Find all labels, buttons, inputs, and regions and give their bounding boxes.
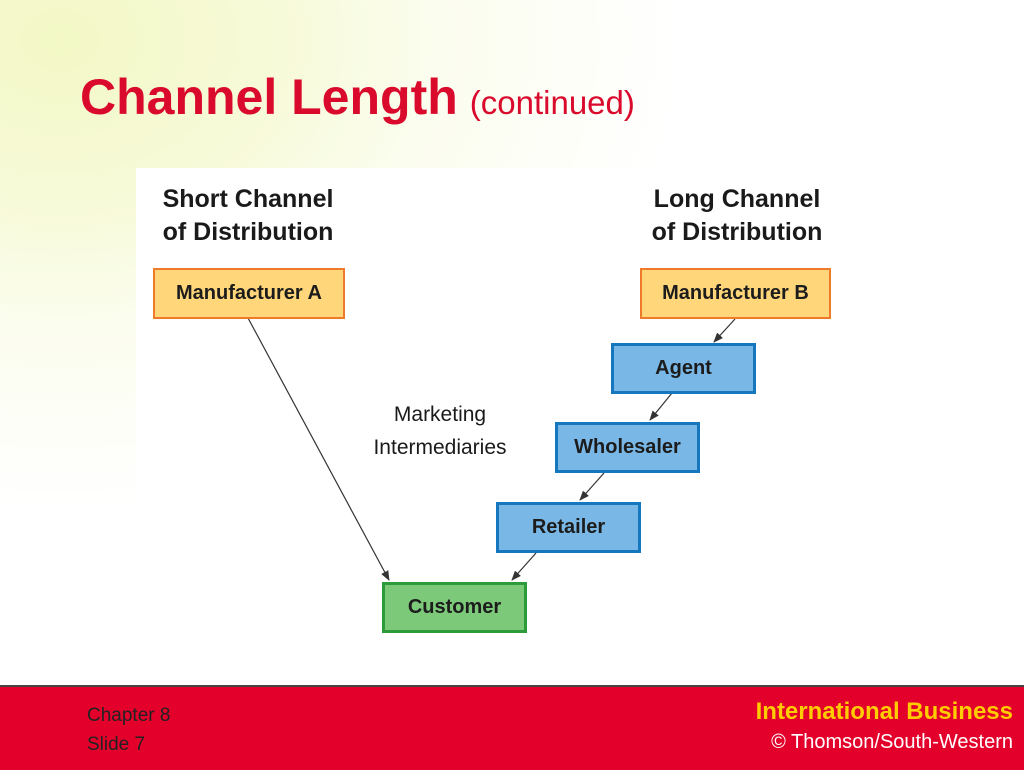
arrow-retailer-to-customer	[511, 552, 537, 581]
arrow-agent-to-wholesaler	[649, 392, 673, 421]
footer-left: Chapter 8 Slide 7	[87, 701, 170, 759]
retailer-box: Retailer	[496, 502, 641, 553]
short-channel-heading: Short Channel of Distribution	[162, 185, 334, 246]
wholesaler-box: Wholesaler	[555, 422, 700, 473]
slide-title: Channel Length (continued)	[80, 68, 635, 126]
arrow-wholesaler-to-retailer	[579, 472, 605, 501]
slide-footer: Chapter 8 Slide 7 International Business…	[0, 685, 1024, 770]
chapter-label: Chapter 8	[87, 705, 171, 726]
marketing-intermediaries-label: Marketing Intermediaries	[373, 403, 507, 459]
copyright-notice: © Thomson/South-Western	[771, 731, 1013, 753]
manufacturer-b-box: Manufacturer B	[640, 268, 831, 319]
slide-number: Slide 7	[87, 734, 146, 755]
customer-box: Customer	[382, 582, 527, 633]
diagram-panel	[136, 168, 854, 642]
title-sub: (continued)	[469, 84, 635, 121]
manufacturer-a-box: Manufacturer A	[153, 268, 345, 319]
footer-right: International Business © Thomson/South-W…	[756, 697, 1013, 757]
arrow-manufacturer-b-to-agent	[713, 318, 736, 343]
agent-box: Agent	[611, 343, 756, 394]
title-main: Channel Length	[80, 69, 458, 125]
arrow-manufacturer-a-to-customer	[247, 317, 390, 581]
long-channel-heading: Long Channel of Distribution	[651, 185, 823, 246]
book-title: International Business	[755, 698, 1013, 725]
